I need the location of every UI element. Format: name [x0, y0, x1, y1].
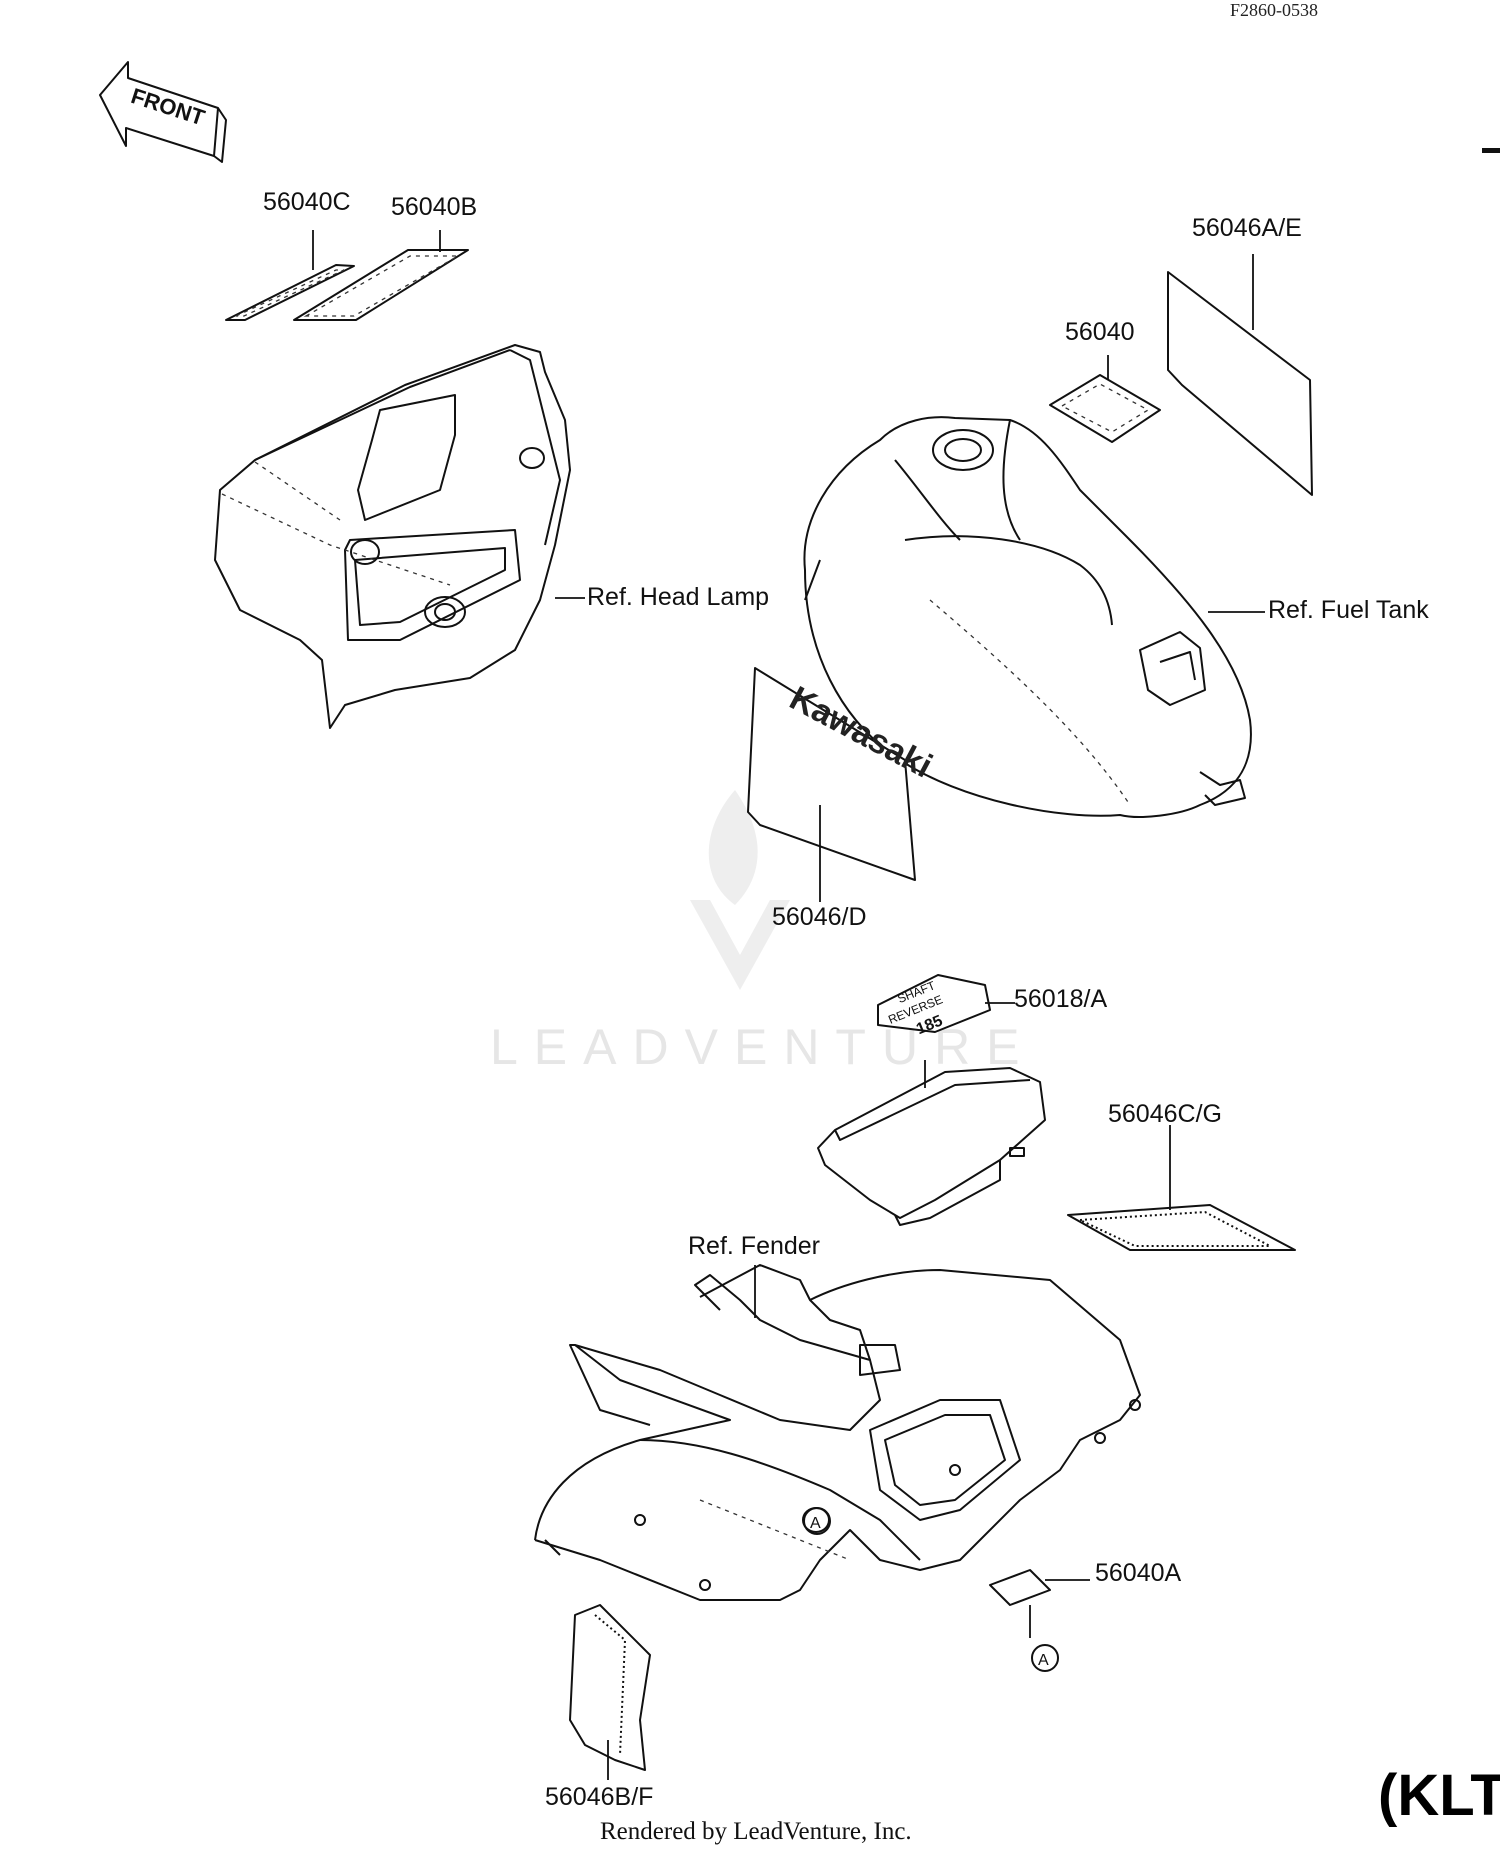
callout-a-decal-text: A	[1038, 1652, 1049, 1669]
decal-56046ae-shape	[1167, 271, 1313, 496]
decal-56040-shape	[1049, 374, 1161, 443]
seat-cover-drawing	[817, 1067, 1046, 1226]
head-lamp-housing-drawing	[214, 344, 571, 729]
part-label-56046ae[interactable]: 56046A/E	[1192, 214, 1302, 242]
decal-56046bf-shape	[569, 1604, 651, 1771]
part-label-56046cg[interactable]: 56046C/G	[1108, 1100, 1222, 1128]
ref-label-fuel-tank[interactable]: Ref. Fuel Tank	[1268, 596, 1429, 624]
edge-mark	[1482, 148, 1500, 153]
decal-56040c-shape	[225, 264, 355, 321]
part-label-56040c[interactable]: 56040C	[263, 188, 351, 216]
part-label-56040a[interactable]: 56040A	[1095, 1559, 1182, 1587]
ref-label-fender[interactable]: Ref. Fender	[688, 1232, 821, 1260]
callout-circle-decal	[1031, 1644, 1059, 1672]
part-label-56018a[interactable]: 56018/A	[1014, 985, 1108, 1013]
callout-a-fender-text: A	[810, 1515, 821, 1532]
part-label-56040b[interactable]: 56040B	[391, 193, 478, 221]
part-label-56046bf[interactable]: 56046B/F	[545, 1783, 654, 1811]
callout-circle-fender	[803, 1507, 831, 1535]
decal-56018a-shape	[877, 974, 991, 1033]
decal-56040a-shape	[989, 1569, 1051, 1606]
part-label-56046d[interactable]: 56046/D	[772, 903, 867, 931]
fuel-tank-drawing	[803, 416, 1252, 818]
rear-fender-drawing	[534, 1264, 1141, 1601]
part-label-56040[interactable]: 56040	[1065, 318, 1135, 346]
decal-56046cg-shape	[1067, 1204, 1296, 1251]
decal-56040b-shape	[293, 249, 469, 321]
decal-56046d-shape	[747, 667, 916, 881]
footer-credit: Rendered by LeadVenture, Inc.	[600, 1818, 912, 1845]
model-code-fragment: (KLT	[1378, 1763, 1500, 1828]
diagram-code: F2860-0538	[1230, 0, 1319, 20]
ref-label-head-lamp[interactable]: Ref. Head Lamp	[587, 583, 770, 611]
front-arrow-icon	[99, 61, 227, 163]
